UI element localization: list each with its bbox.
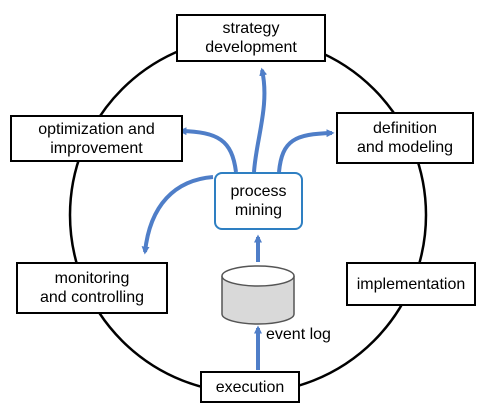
arrow-to-definition	[277, 129, 335, 173]
event-log-label: event log	[266, 326, 331, 343]
arrow-to-strategy	[252, 67, 268, 173]
process-mining-box: process mining	[214, 172, 303, 230]
node-label-line: and modeling	[356, 139, 454, 156]
node-optimization-improvement: optimization and improvement	[10, 115, 183, 162]
node-definition-modeling: definition and modeling	[336, 112, 474, 164]
node-strategy-development: strategy development	[176, 14, 326, 62]
node-execution: execution	[200, 371, 300, 403]
node-label-line: process	[230, 183, 287, 200]
arrow-to-monitoring	[141, 175, 214, 255]
node-monitoring-controlling: monitoring and controlling	[16, 262, 168, 314]
node-implementation: implementation	[346, 262, 476, 306]
node-label-line: definition	[372, 120, 438, 137]
node-label-line: and controlling	[39, 289, 145, 306]
node-label-line: monitoring	[54, 270, 130, 287]
node-label-line: mining	[234, 202, 283, 219]
node-label-line: strategy	[222, 20, 280, 37]
node-label-line: implementation	[356, 275, 466, 293]
node-label-line: improvement	[50, 139, 143, 157]
node-label-line: optimization and	[38, 120, 155, 138]
database-icon	[221, 265, 295, 325]
node-label-line: execution	[215, 378, 285, 396]
node-label-line: development	[205, 39, 297, 56]
arrow-to-optimization	[178, 127, 238, 173]
